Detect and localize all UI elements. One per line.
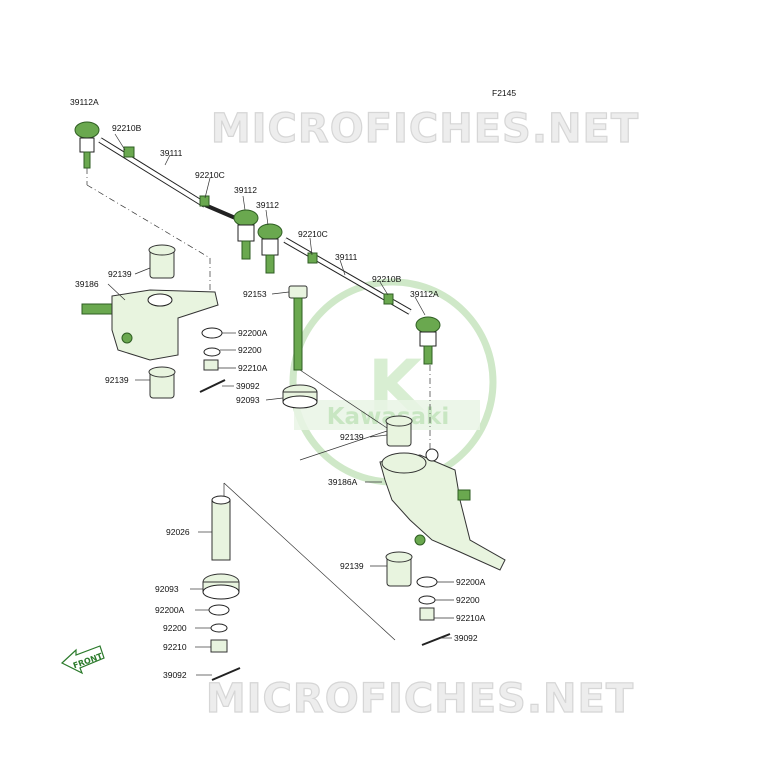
label-92093-low: 92093	[155, 584, 179, 594]
part-labels: 39112A 92210B 39111 92210C 39112 39112 9…	[70, 97, 486, 680]
label-92210B-top: 92210B	[112, 123, 142, 133]
label-92200-right: 92200	[456, 595, 480, 605]
label-39092-left: 39092	[236, 381, 260, 391]
right-knuckle-group	[379, 415, 506, 646]
label-39111-top: 39111	[160, 148, 183, 158]
label-92026: 92026	[166, 527, 190, 537]
label-39112-b: 39112	[256, 200, 279, 210]
label-92210B-mid: 92210B	[372, 274, 402, 284]
label-92210A-left: 92210A	[238, 363, 268, 373]
figure-code: F2145	[492, 88, 516, 98]
label-92093-mid: 92093	[236, 395, 260, 405]
label-92200-left: 92200	[238, 345, 262, 355]
label-39112A-right: 39112A	[410, 289, 439, 299]
watermark-top: MICROFICHES.NET	[211, 106, 639, 152]
label-92210A-right: 92210A	[456, 613, 486, 623]
label-92200-low: 92200	[163, 623, 187, 633]
label-39112A-top: 39112A	[70, 97, 99, 107]
label-39092-low: 39092	[163, 670, 187, 680]
lower-center-parts	[202, 495, 241, 681]
center-parts	[282, 285, 318, 409]
label-92139-left-top: 92139	[108, 269, 132, 279]
tie-rod-assembly	[74, 121, 441, 365]
label-39186A: 39186A	[328, 477, 358, 487]
label-92139-left-bot: 92139	[105, 375, 129, 385]
label-92200A-right: 92200A	[456, 577, 486, 587]
label-39186: 39186	[75, 279, 99, 289]
label-39112-a: 39112	[234, 185, 257, 195]
front-arrow: FRONT	[60, 645, 105, 675]
watermark-bottom: MICROFICHES.NET	[206, 676, 634, 722]
label-92200A-low: 92200A	[155, 605, 185, 615]
left-knuckle-group	[81, 244, 226, 399]
label-92210C-top: 92210C	[195, 170, 225, 180]
label-39111-mid: 39111	[335, 252, 358, 262]
label-92139-right-bot: 92139	[340, 561, 364, 571]
leader-lines	[107, 133, 454, 676]
label-92153: 92153	[243, 289, 267, 299]
label-92210C-mid: 92210C	[298, 229, 328, 239]
label-92200A-left: 92200A	[238, 328, 268, 338]
label-92139-right-top: 92139	[340, 432, 364, 442]
label-92210-low: 92210	[163, 642, 187, 652]
label-39092-right: 39092	[454, 633, 478, 643]
